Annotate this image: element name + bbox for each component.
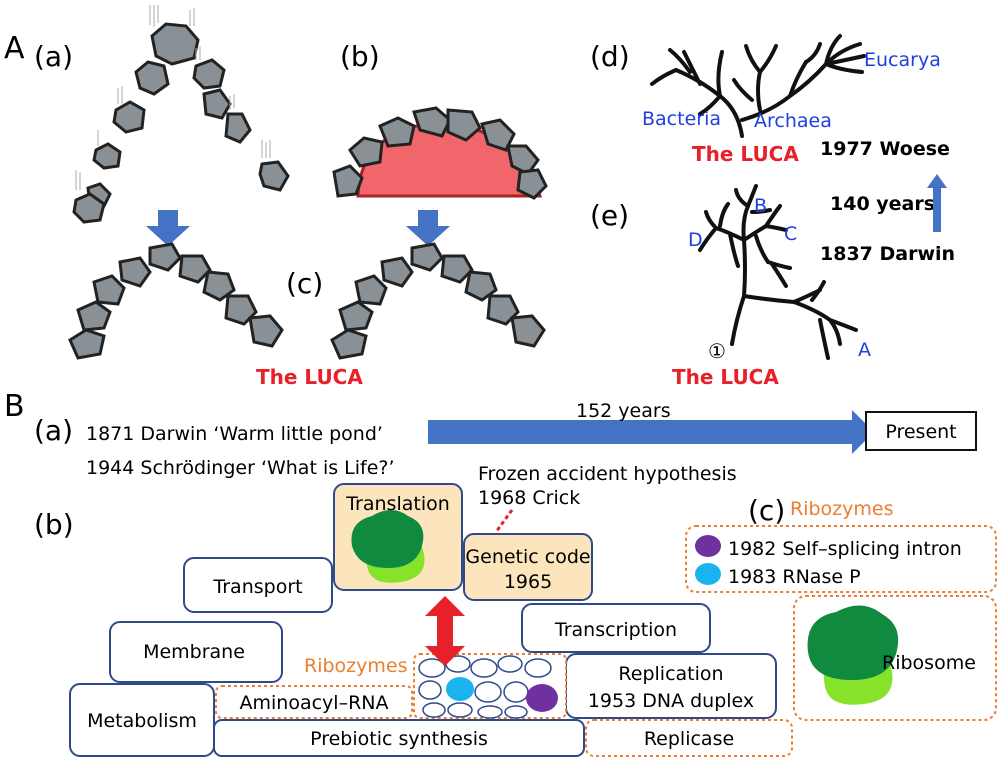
- genetic-code-block: [463, 533, 593, 601]
- aminoacyl-block: [215, 685, 413, 719]
- up-arrow: [927, 174, 947, 232]
- present-label: Present: [885, 421, 956, 443]
- transport-label: Transport: [212, 576, 302, 598]
- present-box: [865, 411, 977, 451]
- replication-label: Replication: [618, 663, 723, 685]
- label-a-b: (b): [340, 40, 380, 73]
- cyan-ribozyme: [446, 677, 474, 701]
- purple-ribozyme: [526, 684, 558, 712]
- transcription-label: Transcription: [554, 619, 677, 641]
- tree-d-luca: The LUCA: [692, 142, 799, 166]
- dna-duplex-label: 1953 DNA duplex: [588, 690, 754, 712]
- ribosome-label: Ribosome: [882, 652, 976, 674]
- tree-d-eucarya: Eucarya: [864, 49, 941, 71]
- woese-label: 1977 Woese: [820, 138, 950, 160]
- prebiotic-block: [213, 719, 585, 757]
- replicase-label: Replicase: [644, 728, 734, 750]
- section-label-a: A: [4, 31, 25, 66]
- schrodinger-label: 1944 Schrödinger ‘What is Life?’: [86, 457, 395, 479]
- intron-label: 1982 Self–splicing intron: [728, 538, 962, 560]
- years-140-label: 140 years: [830, 193, 935, 215]
- crick-connector: [494, 509, 514, 533]
- darwin-1837-label: 1837 Darwin: [820, 243, 955, 265]
- label-a-e: (e): [590, 199, 629, 232]
- metabolism-block: [69, 683, 215, 757]
- tree-e-root: ①: [708, 339, 726, 363]
- rnase-label: 1983 RNase P: [728, 566, 861, 588]
- membrane-block: [109, 621, 283, 683]
- ribozymes-title: Ribozymes: [790, 498, 893, 520]
- ribozymes-label-b: Ribozymes: [304, 655, 407, 677]
- motion-lines: [75, 5, 271, 190]
- arch-luca-label: The LUCA: [256, 365, 363, 389]
- tree-e-luca: The LUCA: [672, 365, 779, 389]
- translation-label: Translation: [345, 493, 450, 515]
- section-label-b: B: [4, 389, 25, 424]
- red-double-arrow: [425, 596, 465, 666]
- genetic-code-label: Genetic code: [465, 546, 590, 568]
- genetic-code-year: 1965: [504, 571, 552, 593]
- tree-e-c: C: [784, 223, 797, 245]
- filled-arch: [332, 106, 548, 200]
- transcription-block: [521, 603, 711, 653]
- falling-stones: [72, 22, 290, 224]
- tree-e-a: A: [858, 339, 871, 361]
- tree-d: [650, 34, 866, 138]
- metabolism-label: Metabolism: [87, 710, 197, 732]
- long-arrow: [428, 410, 874, 454]
- ribozyme-discoveries-box: [685, 525, 997, 593]
- ribosome-large-icon: [807, 605, 899, 705]
- arch-left: [68, 242, 284, 360]
- replicase-block: [585, 719, 793, 757]
- years-152-label: 152 years: [576, 400, 671, 422]
- label-b-b: (b): [34, 508, 74, 541]
- tree-d-archaea: Archaea: [754, 110, 832, 132]
- down-arrow-right: [406, 210, 450, 246]
- rna-world-cells: [418, 655, 552, 719]
- label-a-d: (d): [590, 40, 630, 73]
- tree-e: [698, 184, 858, 360]
- ribosome-icon: [351, 510, 425, 583]
- aminoacyl-label: Aminoacyl–RNA: [240, 692, 389, 714]
- transport-block: [183, 557, 333, 613]
- intron-marker: [695, 535, 721, 557]
- frozen-accident-label: Frozen accident hypothesis: [478, 463, 737, 485]
- crick-label: 1968 Crick: [478, 487, 580, 509]
- rnase-marker: [695, 563, 721, 585]
- tree-e-d: D: [688, 229, 703, 251]
- prebiotic-label: Prebiotic synthesis: [310, 728, 488, 750]
- down-arrow-left: [146, 210, 190, 246]
- label-a-c: (c): [286, 267, 323, 300]
- label-b-a: (a): [34, 414, 73, 447]
- arch-right: [330, 242, 546, 360]
- membrane-label: Membrane: [143, 641, 245, 663]
- tree-e-b: B: [754, 195, 767, 217]
- label-a-a: (a): [34, 40, 73, 73]
- tree-d-bacteria: Bacteria: [642, 108, 721, 130]
- label-b-c: (c): [748, 494, 785, 527]
- darwin-1871-label: 1871 Darwin ‘Warm little pond’: [86, 423, 383, 445]
